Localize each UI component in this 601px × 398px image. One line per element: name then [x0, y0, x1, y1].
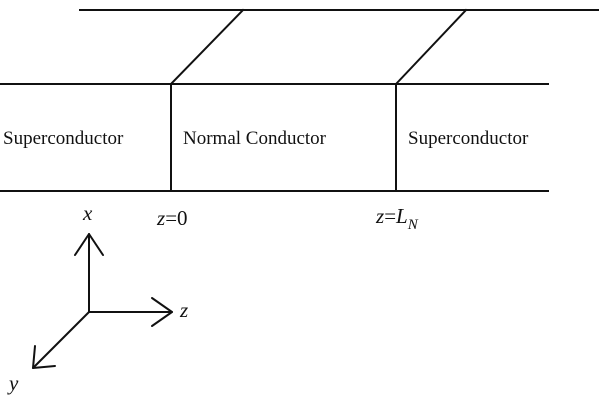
zl-symbol: L [395, 204, 408, 228]
z0-variable: z [156, 206, 165, 230]
z0-value: =0 [165, 206, 187, 230]
zl-equals: = [384, 204, 396, 228]
z-axis-label: z [179, 298, 188, 322]
y-axis-label: y [7, 371, 19, 395]
zl-label: z=LN [375, 204, 419, 233]
right-superconductor-label: Superconductor [408, 128, 529, 149]
interface-z0-depth [169, 8, 245, 86]
x-axis-arrowhead [74, 233, 104, 256]
zl-subscript: N [407, 217, 419, 233]
z-axis-arrowhead [151, 297, 173, 327]
z0-label: z=0 [156, 206, 188, 230]
interface-zl-depth [394, 8, 468, 86]
x-axis-label: x [82, 201, 93, 225]
zl-variable: z [375, 204, 384, 228]
left-superconductor-label: Superconductor [3, 128, 124, 149]
normal-conductor-label: Normal Conductor [183, 128, 327, 149]
y-axis-line [32, 311, 90, 369]
y-axis-arrowhead [32, 345, 56, 369]
